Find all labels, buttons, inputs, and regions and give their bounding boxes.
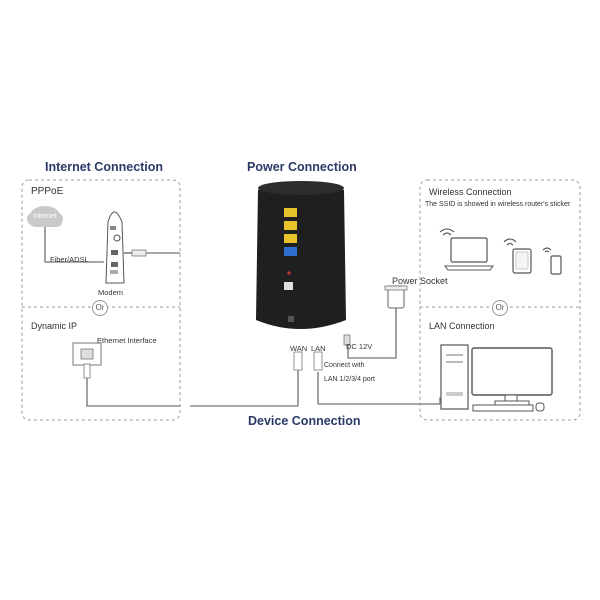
ethernet-wall-port-icon: [72, 342, 102, 366]
lan-port-label: LAN 1/2/3/4 port: [324, 376, 375, 383]
ethernet-plug-icon: [83, 363, 91, 379]
ethernet-cable: [86, 378, 180, 407]
lan-port-3: [284, 234, 297, 243]
modem-label: Modem: [98, 288, 124, 297]
wifi-icon-3: [542, 247, 552, 253]
wifi-icon-2: [503, 238, 517, 246]
wireless-connection-label: Wireless Connection: [429, 187, 512, 197]
power-socket-label: Power Socket: [392, 276, 448, 286]
device-panel: [419, 179, 581, 421]
lan-port-2: [284, 221, 297, 230]
wan-port: [284, 247, 297, 256]
connect-with-label: Connect with: [324, 362, 365, 369]
ssid-note-label: The SSID is showed in wireless router's …: [425, 201, 571, 208]
wan-label: WAN: [290, 344, 308, 353]
phone-icon: [550, 255, 562, 275]
device-connection-heading: Device Connection: [248, 414, 361, 428]
laptop-icon: [444, 237, 494, 271]
lan-label: LAN: [311, 344, 326, 353]
power-port: [288, 316, 294, 322]
or-badge-left: Or: [92, 300, 108, 316]
internet-cloud-label: Internet: [33, 213, 57, 220]
power-adapter-icon: [384, 285, 408, 309]
internet-panel: [21, 179, 181, 421]
lan-plug-icon: [313, 351, 323, 371]
wan-plug-icon: [293, 351, 303, 371]
lan-connection-label: LAN Connection: [429, 321, 495, 331]
internet-connection-heading: Internet Connection: [45, 160, 164, 174]
modem-icon: [105, 211, 125, 284]
desktop-pc-icon: [440, 344, 553, 412]
wifi-icon-1: [439, 228, 455, 236]
ethernet-interface-label: Ethernet Interface: [97, 336, 157, 345]
lan-port-1: [284, 208, 297, 217]
tablet-icon: [512, 248, 532, 274]
or-badge-right: Or: [492, 300, 508, 316]
usb-port: [284, 282, 293, 290]
router-icon: [256, 181, 346, 329]
dynamic-ip-label: Dynamic IP: [31, 321, 78, 331]
fiber-adsl-label: Fiber/ADSL: [50, 255, 89, 264]
dc-plug-icon: [343, 334, 351, 346]
internet-cloud-icon: [27, 206, 63, 227]
pppoe-label: PPPoE: [31, 186, 64, 197]
power-cable: [347, 308, 397, 359]
dc-12v-label: DC 12V: [346, 342, 373, 351]
modem-cable-plug: [131, 249, 147, 257]
power-connection-heading: Power Connection: [247, 160, 357, 174]
fiber-cable: [44, 227, 104, 263]
